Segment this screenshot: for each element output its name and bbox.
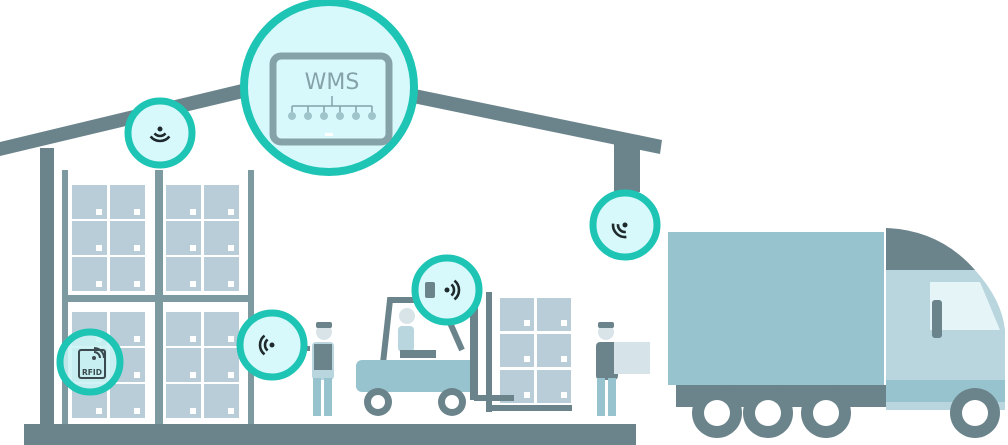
- warehouse-roof: [0, 82, 662, 156]
- delivery-truck: [668, 228, 1005, 438]
- wms-label: WMS: [305, 70, 360, 95]
- storage-box: [166, 348, 201, 382]
- worker-with-scanner: [296, 322, 334, 416]
- storage-box: [500, 334, 534, 367]
- network-nodes-icon: [288, 96, 376, 120]
- wireless-signal-icon: [149, 126, 171, 143]
- storage-racks: [62, 170, 254, 424]
- storage-box: [110, 221, 145, 255]
- warehouse-left-wall: [40, 148, 54, 433]
- warehouse-right-post: [614, 142, 640, 192]
- forklift-sensor-bubble: [411, 254, 483, 326]
- storage-box: [110, 312, 145, 346]
- wireless-signal-icon: [258, 334, 275, 356]
- storage-box: [72, 185, 107, 219]
- ceiling-sensor-bubble: [124, 97, 196, 169]
- wms-bubble: WMS: [240, 0, 418, 176]
- wireless-signal-icon: [444, 279, 461, 301]
- storage-box: [110, 384, 145, 418]
- storage-box: [166, 185, 201, 219]
- storage-box: [204, 384, 239, 418]
- storage-box: [166, 384, 201, 418]
- storage-box: [204, 257, 239, 291]
- worker-carrying-box: [596, 322, 650, 416]
- storage-box: [204, 348, 239, 382]
- storage-box: [166, 312, 201, 346]
- storage-box: [204, 185, 239, 219]
- storage-box: [204, 312, 239, 346]
- storage-box: [110, 257, 145, 291]
- rfid-label: RFID: [82, 368, 102, 377]
- storage-box: [72, 257, 107, 291]
- storage-box: [72, 221, 107, 255]
- monitor-icon: [269, 52, 393, 146]
- storage-box: [500, 298, 534, 331]
- warehouse-floor: [24, 424, 636, 445]
- pallet-rack: [486, 292, 572, 412]
- scanner-sensor-bubble: [236, 309, 308, 381]
- truck-wheel: [950, 388, 1000, 438]
- storage-box: [537, 334, 571, 367]
- storage-box: [166, 257, 201, 291]
- dock-sensor-bubble: [589, 189, 661, 261]
- truck-wheel: [692, 388, 742, 438]
- storage-box: [110, 185, 145, 219]
- storage-box: [537, 370, 571, 403]
- storage-box: [204, 221, 239, 255]
- wireless-signal-icon: [611, 222, 628, 239]
- truck-wheel: [801, 388, 851, 438]
- rfid-bubble: RFID: [56, 328, 124, 396]
- storage-box: [537, 298, 571, 331]
- storage-box: [166, 221, 201, 255]
- truck-wheel: [743, 388, 793, 438]
